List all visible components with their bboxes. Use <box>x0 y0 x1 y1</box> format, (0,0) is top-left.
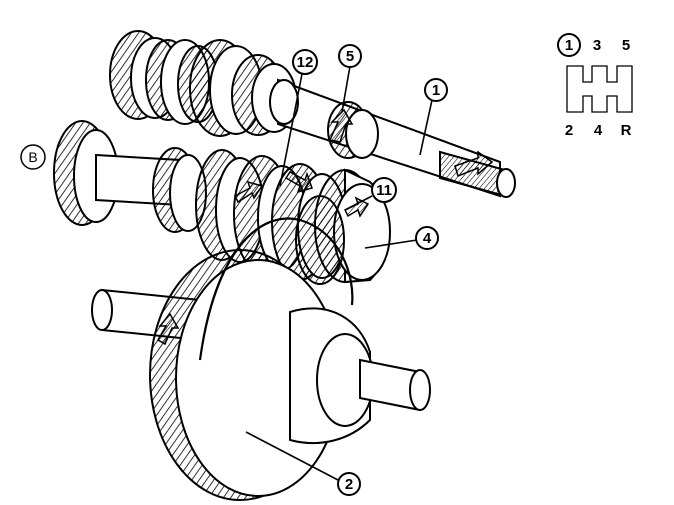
callout-2-label: 2 <box>345 476 353 493</box>
striped-arrow-icon <box>328 108 354 143</box>
gear-top-1: 1 <box>565 37 573 54</box>
layshaft <box>53 120 391 285</box>
striped-arrow-icon <box>454 150 494 178</box>
callout-4: 4 <box>415 226 439 250</box>
callout-b-label: B <box>28 149 37 165</box>
striped-arrow-icon <box>156 312 180 346</box>
gear-bottom-1: 2 <box>565 122 573 139</box>
callout-12: 12 <box>292 49 318 75</box>
callout-1: 1 <box>424 78 448 102</box>
gear-top-2: 3 <box>593 37 601 54</box>
striped-arrow-icon <box>234 180 264 204</box>
callout-4-label: 4 <box>423 230 432 247</box>
selected-gear-marker <box>557 33 581 57</box>
gear-top-3: 5 <box>622 37 630 54</box>
leader-lines <box>245 65 433 481</box>
gear-shift-pattern: 1 3 5 2 4 R <box>557 33 633 139</box>
gear-bottom-3: R <box>621 122 632 139</box>
callout-12-label: 12 <box>297 54 314 71</box>
callout-5-label: 5 <box>346 48 354 65</box>
callout-11-label: 11 <box>376 182 392 199</box>
callout-11: 11 <box>371 177 397 203</box>
main-shaft-gear-cluster <box>109 30 516 198</box>
callout-b: B <box>20 144 46 170</box>
gear-bottom-2: 4 <box>594 122 603 139</box>
callout-1-label: 1 <box>432 82 440 99</box>
striped-arrow-icon <box>284 171 313 194</box>
callout-2: 2 <box>337 472 361 496</box>
callout-5: 5 <box>338 44 362 68</box>
differential-crown-gear <box>91 217 431 501</box>
